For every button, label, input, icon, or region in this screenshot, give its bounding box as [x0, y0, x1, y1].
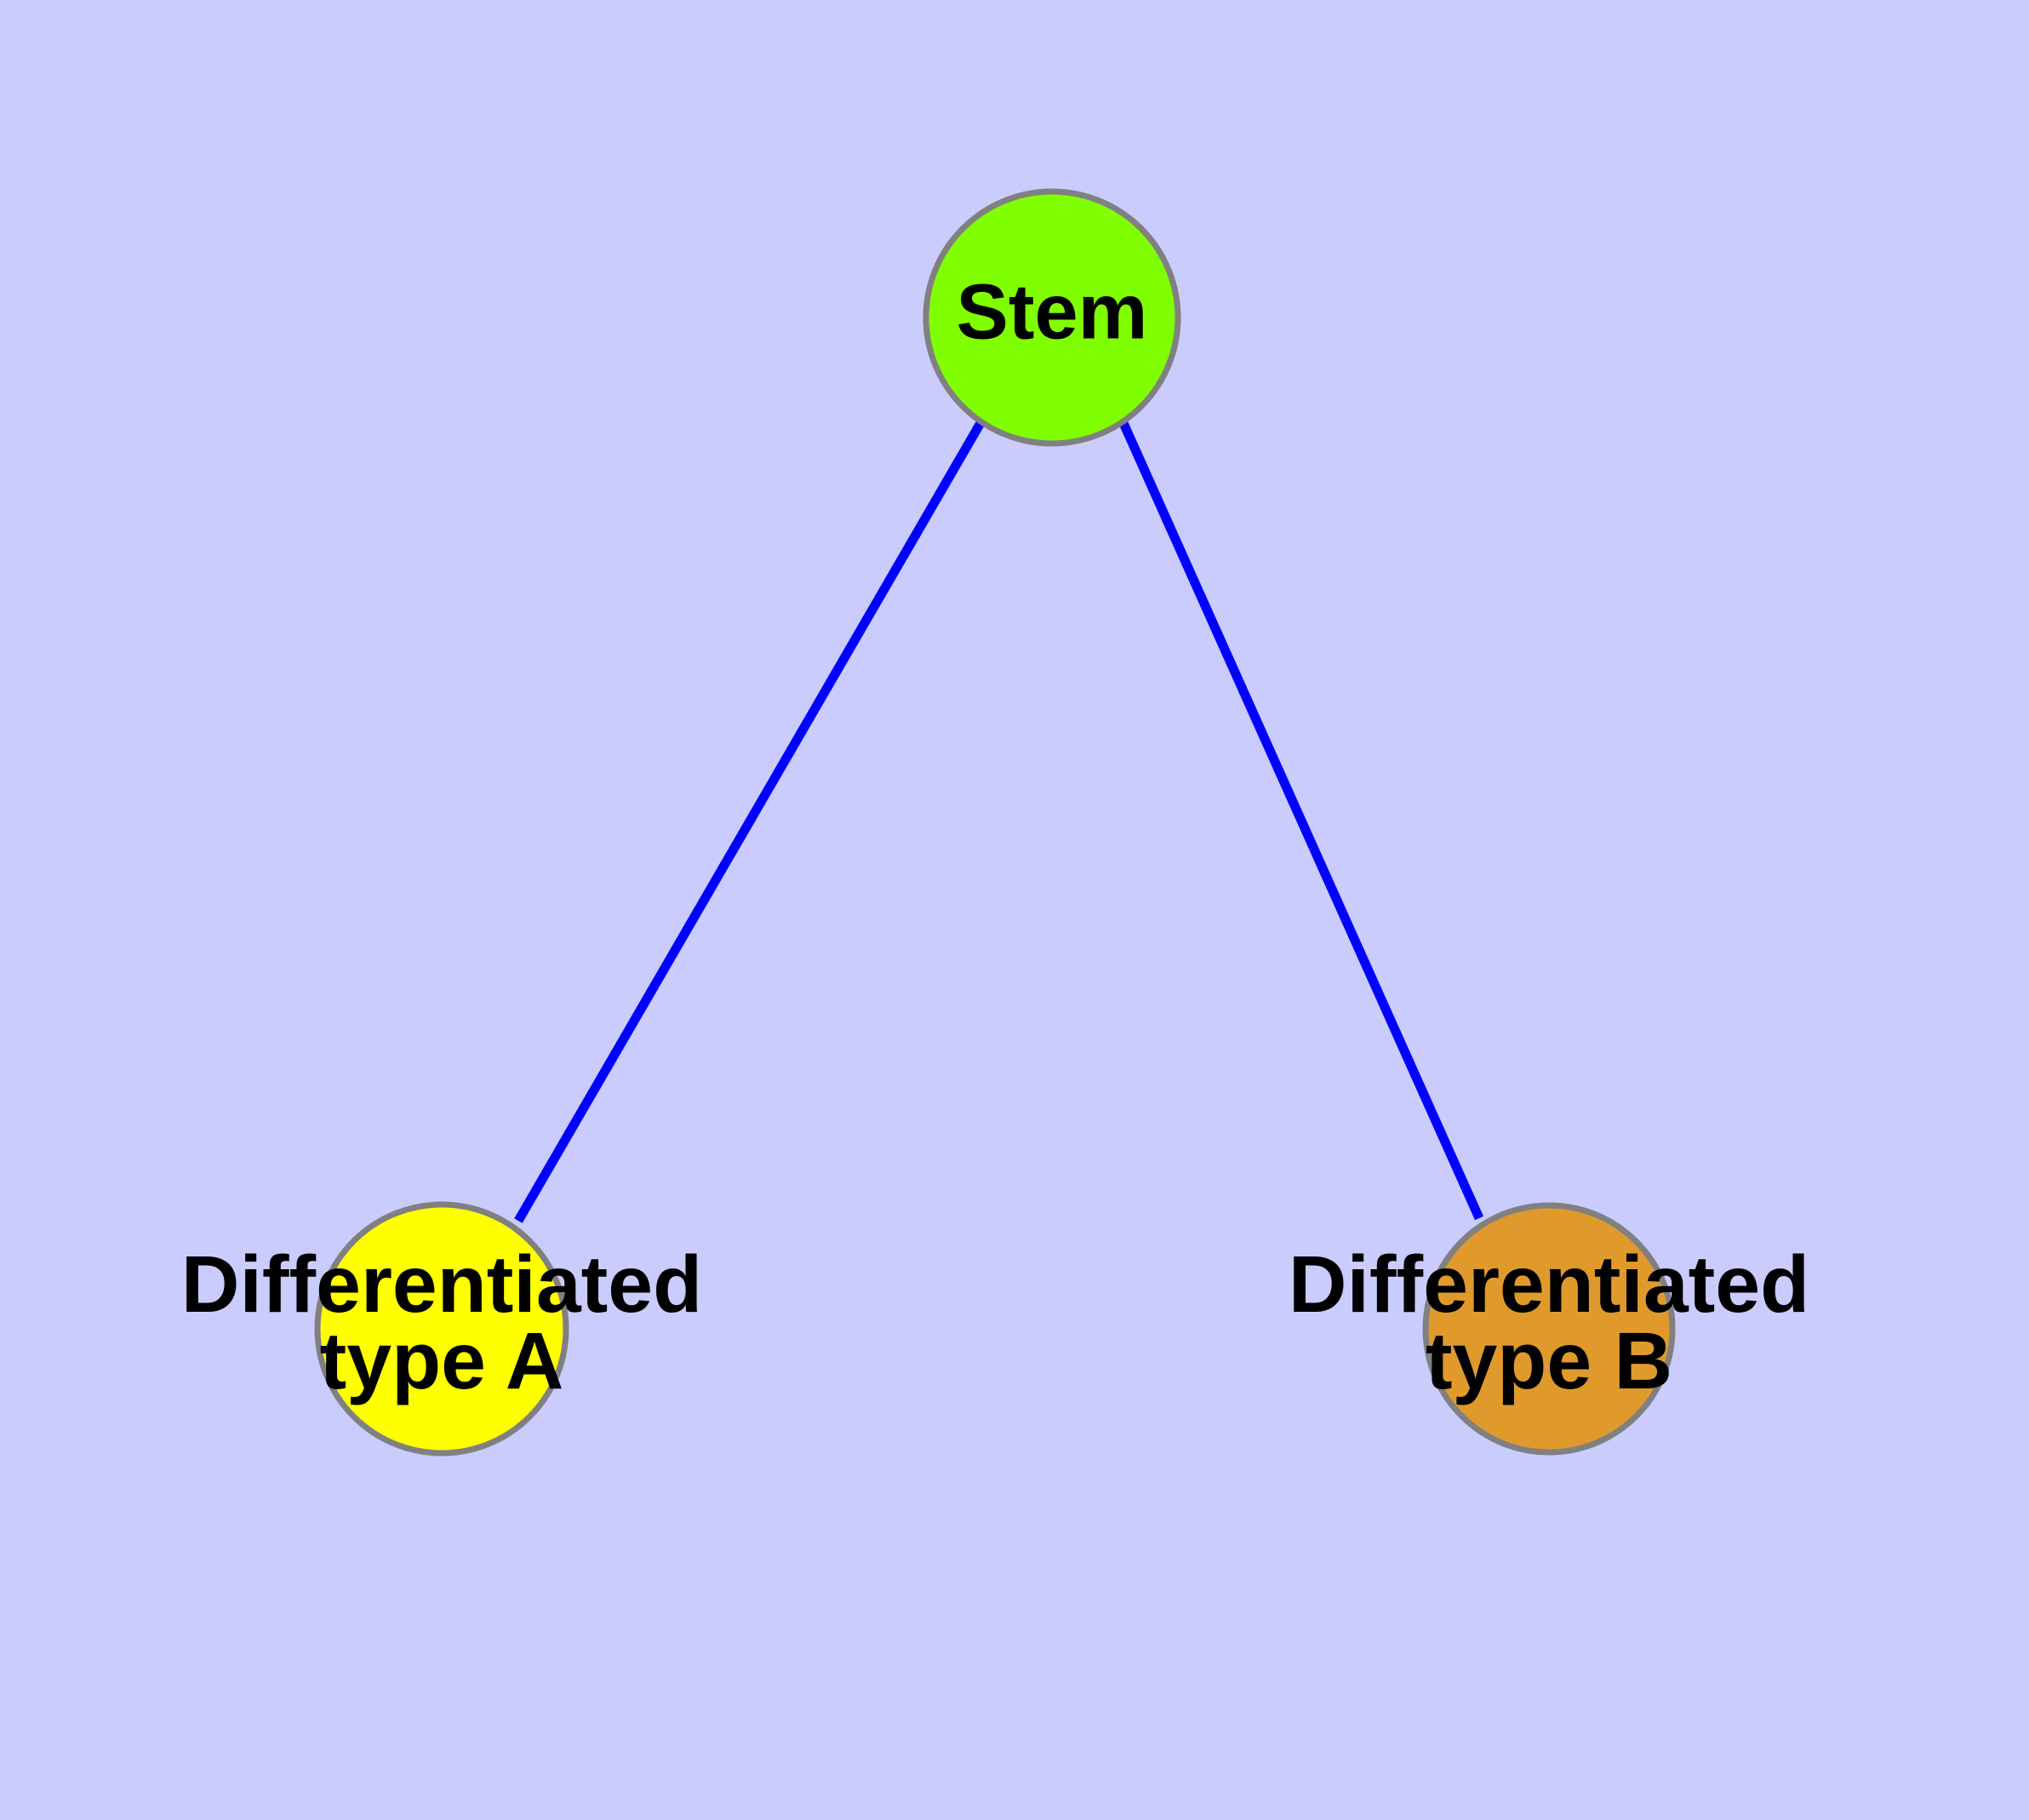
node-circle-differentiated-type-b[interactable]	[1422, 1202, 1676, 1456]
node-circle-differentiated-type-a[interactable]	[314, 1201, 569, 1457]
edges-group	[514, 421, 1484, 1223]
node-circle-stem[interactable]	[923, 188, 1181, 447]
edge-stem-to-differentiated-type-b[interactable]	[1118, 421, 1484, 1221]
node-stem[interactable]: Stem	[923, 188, 1181, 447]
node-label-differentiated-type-b-line2: type B	[1426, 1316, 1672, 1406]
node-differentiated-type-b[interactable]: Differentiated type B	[1289, 1202, 1809, 1456]
node-label-differentiated-type-b-line1: Differentiated	[1289, 1239, 1809, 1330]
node-differentiated-type-a[interactable]: Differentiated type A	[181, 1201, 702, 1457]
node-label-stem-line1: Stem	[957, 268, 1148, 355]
nodes-group: Stem Differentiated type A Differentiate…	[181, 188, 1809, 1457]
edge-stem-to-differentiated-type-a[interactable]	[514, 421, 985, 1223]
node-label-differentiated-type-a-line1: Differentiated	[181, 1239, 702, 1330]
node-label-differentiated-type-a-line2: type A	[320, 1316, 564, 1406]
